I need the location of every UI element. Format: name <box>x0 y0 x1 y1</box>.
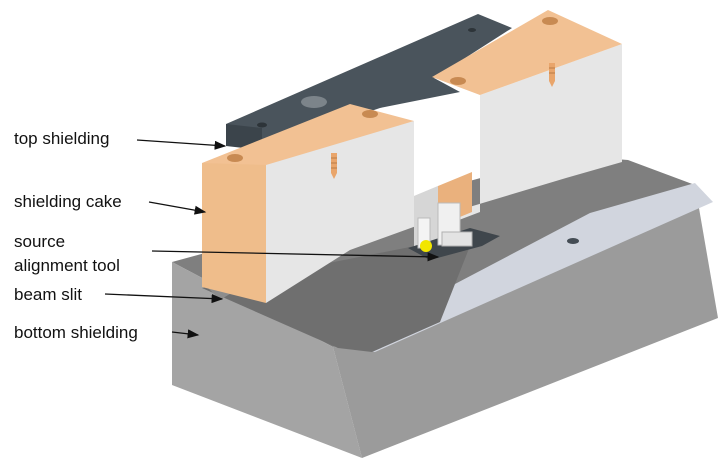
cake-hole-4 <box>542 17 558 25</box>
cake-top-right <box>432 10 622 95</box>
arrow-bottom-shielding <box>171 329 200 339</box>
cake-front-face <box>202 163 266 303</box>
label-beam-slit: beam slit <box>14 285 83 304</box>
top-shielding-top <box>226 14 512 148</box>
source-alignment-tool <box>408 202 500 260</box>
arrow-source-alignment-tool <box>151 250 440 262</box>
ramp-hole <box>567 238 579 244</box>
arrow-beam-slit <box>104 293 224 304</box>
cake-hole-2 <box>362 110 378 118</box>
source-marker <box>420 240 432 252</box>
label-alignment-tool: alignment tool <box>14 256 120 275</box>
cake-hole-3 <box>450 77 466 85</box>
arrow-shielding-cake <box>148 201 207 215</box>
top-shielding-hole-small <box>257 122 267 128</box>
beam-slit-channel <box>202 245 470 352</box>
tool-block <box>441 231 473 247</box>
base-front-face <box>172 262 362 458</box>
screw-left <box>331 153 337 179</box>
top-shielding-hole-far <box>468 28 476 32</box>
label-source: source <box>14 232 66 251</box>
base-right-face <box>333 185 718 458</box>
screw-right <box>549 63 555 87</box>
cake-hole-1 <box>227 154 243 162</box>
label-bottom-shielding: bottom shielding <box>14 323 138 342</box>
arrow-top-shielding <box>136 139 227 150</box>
cake-top-left <box>202 104 414 165</box>
cake-side-face <box>266 44 622 303</box>
top-shielding-hole-large <box>301 96 327 108</box>
label-shielding-cake: shielding cake <box>14 192 122 211</box>
label-top-shielding: top shielding <box>14 129 110 148</box>
shielding-cake <box>202 10 622 303</box>
